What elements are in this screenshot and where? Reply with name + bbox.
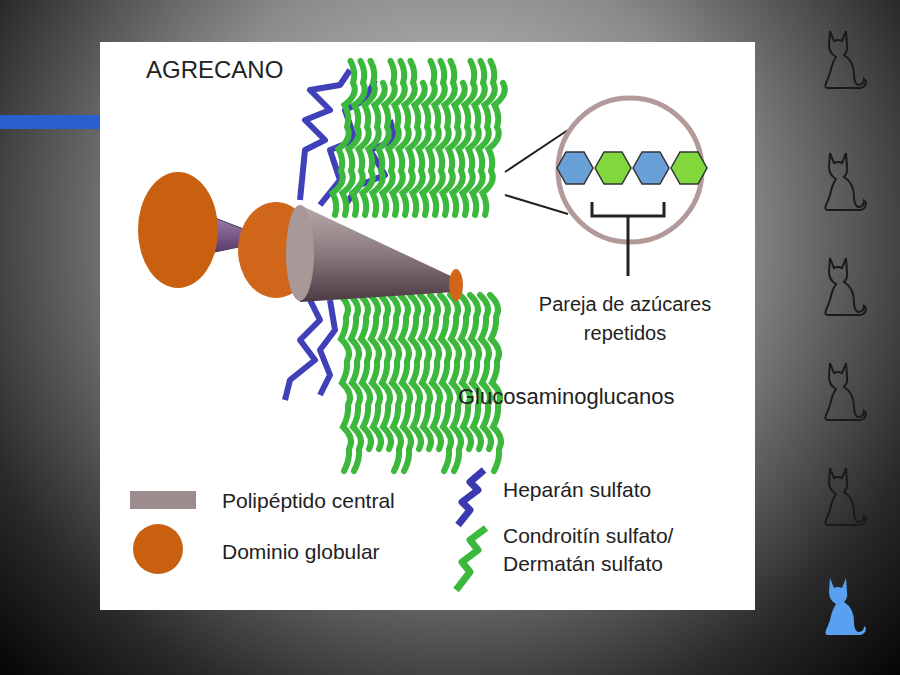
- blue-bar: [0, 115, 100, 129]
- legend-text: Polipéptido central: [222, 487, 447, 515]
- chondroitin-sample: [456, 528, 486, 590]
- legend-text: Heparán sulfato: [503, 476, 743, 504]
- legend-text: Dominio globular: [222, 538, 447, 566]
- heparan-sample: [458, 470, 484, 525]
- legend-text: Condroitín sulfato/ Dermatán sulfato: [503, 522, 718, 579]
- legend-swatch: [133, 524, 183, 574]
- legend-swatch: [130, 491, 196, 509]
- part-label: Glucosaminoglucanos: [458, 384, 753, 410]
- diagram-title: AGRECANO: [146, 56, 283, 84]
- part-label: Pareja de azúcares repetidos: [505, 290, 745, 348]
